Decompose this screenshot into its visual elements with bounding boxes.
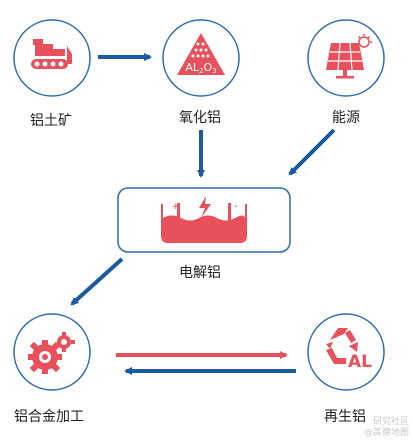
recycled-label: 再生铝 <box>324 409 366 425</box>
recycle-icon: AL <box>326 328 372 372</box>
arrow-electrolysis-to-alloy <box>70 257 124 306</box>
arrow-energy-to-electrolysis <box>288 128 336 176</box>
electrolysis-cell-icon: + - <box>161 196 247 243</box>
alumina-label: 氧化铝 <box>179 110 221 126</box>
energy-label: 能源 <box>332 110 360 126</box>
alumina-pile-icon: AL2O3 <box>177 33 225 75</box>
recycled-node-circle <box>307 313 385 391</box>
bauxite-node-circle <box>13 19 91 97</box>
watermark-line-2: @高德地图 <box>363 428 409 438</box>
alloy-label: 铝合金加工 <box>14 409 84 425</box>
bauxite-label: 铝土矿 <box>30 113 72 129</box>
watermark-line-1: 研究社区 <box>372 417 409 427</box>
solar-panel-icon <box>326 34 372 79</box>
recycled-al-symbol: AL <box>348 352 372 372</box>
electrolysis-label: 电解铝 <box>179 265 221 281</box>
watermark: 研究社区 @高德地图 <box>364 417 409 439</box>
gears-icon <box>28 332 75 374</box>
cathode-sign: - <box>234 199 238 212</box>
bulldozer-icon <box>31 39 72 69</box>
anode-sign: + <box>172 202 180 212</box>
alumina-formula: AL2O3 <box>185 61 216 75</box>
